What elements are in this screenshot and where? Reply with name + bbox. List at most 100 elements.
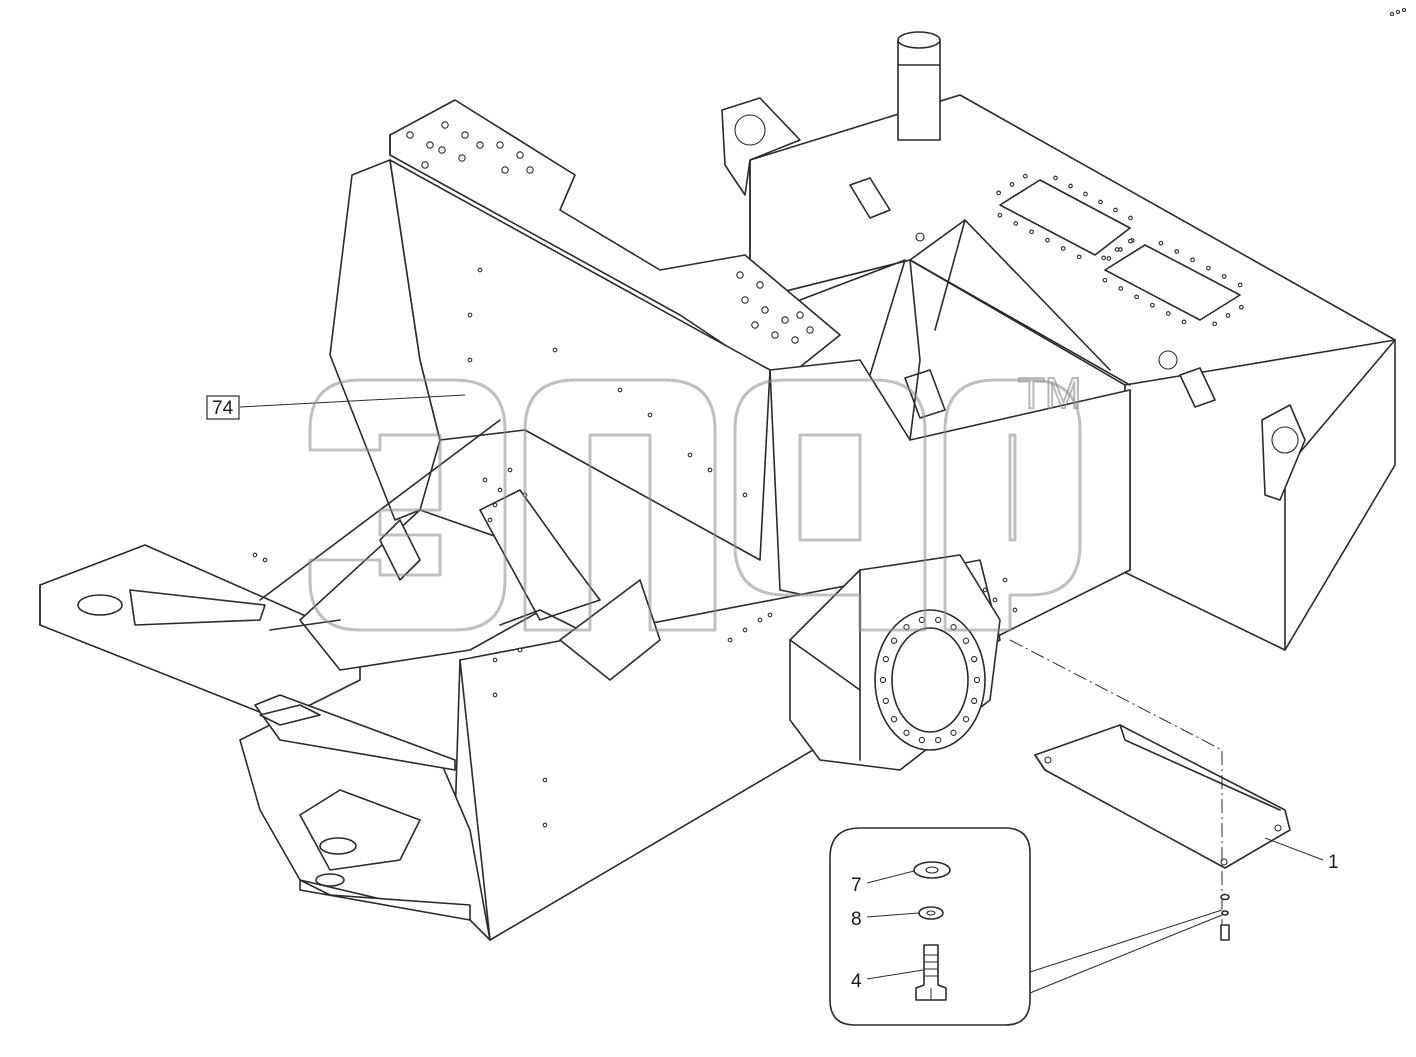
cover-bolt: [1106, 256, 1112, 261]
cover-bolt: [1013, 221, 1019, 226]
frame-bolt-hole: [617, 387, 623, 393]
frame-bolt-hole: [262, 557, 268, 563]
cover-bolt: [1114, 247, 1120, 252]
top-plate-hole: [796, 311, 804, 319]
frame-bolt-hole: [1012, 607, 1018, 613]
top-plate-hole: [761, 306, 769, 314]
top-plate-hole: [438, 146, 446, 154]
ring-bolt-hole: [950, 729, 957, 736]
hex-bolt: [915, 944, 947, 1001]
cover-bolt: [1127, 238, 1133, 244]
top-plate-hole: [516, 151, 524, 159]
cover-bolt: [1045, 237, 1050, 243]
frame-bolt-hole: [742, 492, 748, 498]
ring-bolt-hole: [882, 655, 889, 663]
callout-7: 7: [851, 870, 915, 896]
callout-8-label: 8: [851, 909, 862, 930]
top-plate-hole: [421, 161, 429, 169]
cover-bolt: [1098, 199, 1103, 205]
fastener-detail-bubble: [829, 827, 1223, 1026]
cover-bolt: [1102, 277, 1108, 283]
top-plate-hole: [496, 141, 504, 149]
frame-bolt-hole: [757, 617, 763, 623]
ring-bolt-hole: [903, 729, 910, 736]
watermark-logo: TM: [308, 368, 1083, 632]
cover-bolt: [1076, 254, 1082, 260]
frame-bolt-hole: [477, 267, 483, 273]
ring-bolt-hole: [935, 616, 942, 624]
frame-bolt-hole: [482, 477, 488, 483]
top-plate-hole: [806, 326, 814, 334]
top-plate-hole: [426, 141, 434, 149]
cover-bolt: [1083, 191, 1088, 197]
cover-bolt: [1237, 282, 1243, 288]
assembly-centerline: [1009, 639, 1223, 940]
cover-bolt: [1060, 246, 1066, 251]
frame-bolt-hole: [707, 467, 713, 473]
frame-bolt-hole: [982, 587, 988, 593]
cover-bolt: [1113, 207, 1118, 213]
cover-bolt: [1225, 313, 1231, 318]
frame-bolt-hole: [647, 412, 653, 418]
callout-74: 74: [206, 394, 466, 420]
callout-4-label: 4: [851, 971, 862, 992]
cover-bolt: [1238, 304, 1244, 310]
callout-7-label: 7: [851, 875, 862, 896]
cover-bolt: [1206, 265, 1211, 271]
frame-bolt-hole: [492, 692, 498, 698]
fastener-stack: [1220, 893, 1230, 941]
cover-bolt: [1190, 257, 1195, 263]
top-plate-hole: [476, 141, 484, 149]
top-plate-hole: [736, 271, 744, 279]
swing-ring-bolt-circle: [879, 616, 981, 744]
cover-bolt: [997, 212, 1003, 218]
frame-bolt-hole: [507, 467, 513, 473]
ring-bolt-hole: [971, 655, 978, 663]
top-plate-hole: [771, 331, 779, 339]
inspection-cover-bolts: [996, 173, 1244, 327]
cover-bolt: [1221, 274, 1227, 279]
cover-bolt: [1009, 182, 1015, 187]
watermark-trademark: TM: [1018, 369, 1082, 418]
cover-bolt: [1212, 321, 1218, 327]
cover-bolt: [1029, 229, 1034, 235]
top-plate-hole: [791, 336, 799, 344]
ring-bolt-hole: [879, 676, 887, 684]
ring-bolt-hole: [971, 697, 978, 705]
frame-bolt-hole: [252, 552, 258, 558]
cover-bolt: [1068, 183, 1073, 189]
top-plate-hole: [501, 166, 509, 174]
callout-74-label: 74: [212, 398, 234, 419]
frame-bolt-hole: [497, 487, 503, 493]
cover-bolt: [1053, 175, 1058, 181]
ring-bolt-hole: [973, 676, 981, 684]
frame-bolt-hole: [542, 777, 548, 783]
ring-bolt-hole: [962, 637, 970, 644]
top-plate-hole: [526, 166, 534, 174]
ring-bolt-hole: [882, 697, 889, 705]
frame-bolt-hole: [552, 347, 558, 353]
cover-bolt: [1118, 286, 1124, 291]
frame-bolt-hole: [992, 597, 998, 603]
frame-bolt-hole: [687, 452, 693, 458]
frame-bolt-hole: [1002, 577, 1008, 583]
cover-bolt: [1150, 302, 1155, 308]
rear-counterweight-block: [721, 31, 1396, 651]
top-plate-hole: [406, 131, 414, 139]
callout-1-label: 1: [1328, 852, 1339, 873]
ring-bolt-hole: [890, 637, 898, 644]
callout-8: 8: [851, 909, 920, 930]
frame-bolt-hole: [727, 637, 733, 643]
corner-mark: [1390, 8, 1406, 16]
top-plate-hole: [781, 316, 789, 324]
top-plate-hole: [461, 131, 469, 139]
frame-mounting-holes: [252, 121, 1018, 828]
frame-bolt-hole: [487, 517, 493, 523]
cover-bolt: [1022, 173, 1028, 179]
callout-4: 4: [851, 969, 924, 992]
frame-bolt-hole: [492, 657, 498, 663]
cover-bolt: [1174, 249, 1180, 254]
callout-74-box: [206, 395, 240, 420]
ring-bolt-hole: [918, 736, 925, 744]
top-plate-hole: [751, 321, 759, 329]
